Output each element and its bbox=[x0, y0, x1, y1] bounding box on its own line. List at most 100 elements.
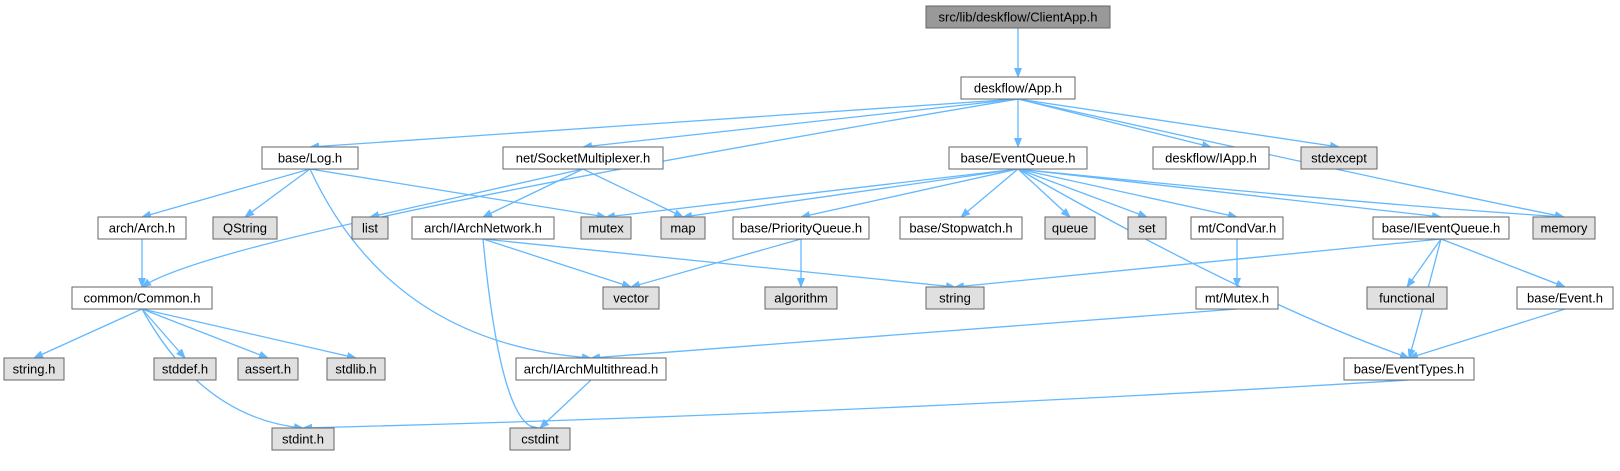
node-arch-box bbox=[97, 216, 187, 240]
node-clientapp-box bbox=[925, 5, 1111, 29]
node-stopwatch[interactable]: base/Stopwatch.h bbox=[899, 216, 1023, 240]
node-algorithm-label: algorithm bbox=[774, 291, 827, 306]
node-stdexcept-box bbox=[1300, 146, 1378, 170]
node-iapp[interactable]: deskflow/IApp.h bbox=[1152, 146, 1270, 170]
node-stdint: stdint.h bbox=[271, 427, 335, 451]
node-arch-label: arch/Arch.h bbox=[109, 221, 175, 236]
edge-event-to-eventtypes bbox=[1408, 308, 1566, 360]
node-stdlib-box bbox=[326, 357, 386, 381]
node-event-box bbox=[1516, 286, 1614, 310]
node-app-label: deskflow/App.h bbox=[974, 81, 1062, 96]
node-condvar[interactable]: mt/CondVar.h bbox=[1190, 216, 1284, 240]
node-qstring-box bbox=[212, 216, 278, 240]
edge-eventqueue-to-stopwatch bbox=[960, 168, 1019, 218]
node-eventqueue[interactable]: base/EventQueue.h bbox=[948, 146, 1088, 170]
edge-ieventqueue-to-functional bbox=[1406, 238, 1442, 288]
node-set-box bbox=[1127, 216, 1167, 240]
edge-eventqueue-to-set bbox=[1017, 168, 1148, 218]
edge-log-to-qstring bbox=[244, 168, 311, 218]
edge-common-to-stddef bbox=[141, 308, 186, 359]
node-event[interactable]: base/Event.h bbox=[1516, 286, 1614, 310]
node-app[interactable]: deskflow/App.h bbox=[960, 76, 1076, 100]
node-stringh-box bbox=[3, 357, 65, 381]
node-set-label: set bbox=[1138, 221, 1156, 236]
node-event-label: base/Event.h bbox=[1527, 291, 1603, 306]
node-iarchnetwork-box bbox=[411, 216, 555, 240]
node-algorithm-box bbox=[764, 286, 838, 310]
node-socketmux-label: net/SocketMultiplexer.h bbox=[516, 151, 650, 166]
node-common-label: common/Common.h bbox=[83, 291, 200, 306]
node-queue-label: queue bbox=[1052, 221, 1088, 236]
node-list-box bbox=[351, 216, 389, 240]
node-log[interactable]: base/Log.h bbox=[261, 146, 359, 170]
edge-iarchmt-to-cstdint bbox=[539, 379, 592, 429]
node-ieventqueue-box bbox=[1372, 216, 1510, 240]
node-queue-box bbox=[1044, 216, 1096, 240]
node-string: string bbox=[925, 286, 985, 310]
node-ieventqueue[interactable]: base/IEventQueue.h bbox=[1372, 216, 1510, 240]
node-iarchmt[interactable]: arch/IArchMultithread.h bbox=[515, 357, 667, 381]
edge-priorityqueue-to-vector bbox=[630, 238, 802, 289]
node-mtmutex-label: mt/Mutex.h bbox=[1205, 291, 1269, 306]
node-common[interactable]: common/Common.h bbox=[71, 286, 213, 310]
node-mtmutex-box bbox=[1195, 286, 1279, 310]
edge-common-to-stdint bbox=[141, 308, 304, 432]
edge-ieventqueue-to-string bbox=[954, 238, 1442, 291]
node-clientapp[interactable]: src/lib/deskflow/ClientApp.h bbox=[925, 5, 1111, 29]
node-string-label: string bbox=[939, 291, 971, 306]
node-mutex: mutex bbox=[580, 216, 632, 240]
node-vector: vector bbox=[602, 286, 660, 310]
node-functional-label: functional bbox=[1379, 291, 1435, 306]
node-iarchnetwork[interactable]: arch/IArchNetwork.h bbox=[411, 216, 555, 240]
node-map-box bbox=[660, 216, 706, 240]
node-condvar-box bbox=[1190, 216, 1284, 240]
node-memory: memory bbox=[1532, 216, 1596, 240]
node-list-label: list bbox=[362, 221, 378, 236]
node-functional-box bbox=[1366, 286, 1448, 310]
node-priorityqueue-box bbox=[732, 216, 870, 240]
edge-socketmux-to-iarchnetwork bbox=[482, 168, 584, 218]
node-stdint-label: stdint.h bbox=[282, 432, 324, 447]
node-map: map bbox=[660, 216, 706, 240]
node-iarchmt-box bbox=[515, 357, 667, 381]
node-assert-box bbox=[237, 357, 299, 381]
node-socketmux[interactable]: net/SocketMultiplexer.h bbox=[502, 146, 664, 170]
node-list: list bbox=[351, 216, 389, 240]
edge-log-to-mutex bbox=[309, 168, 607, 220]
node-string-box bbox=[925, 286, 985, 310]
node-stopwatch-label: base/Stopwatch.h bbox=[909, 221, 1012, 236]
node-qstring-label: QString bbox=[223, 221, 267, 236]
node-eventqueue-box bbox=[948, 146, 1088, 170]
node-ieventqueue-label: base/IEventQueue.h bbox=[1382, 221, 1501, 236]
edge-ieventqueue-to-event bbox=[1440, 238, 1566, 288]
node-cstdint-label: cstdint bbox=[521, 432, 559, 447]
edge-eventqueue-to-ieventqueue bbox=[1017, 168, 1442, 220]
node-mutex-box bbox=[580, 216, 632, 240]
node-iarchnetwork-label: arch/IArchNetwork.h bbox=[424, 221, 542, 236]
node-arch[interactable]: arch/Arch.h bbox=[97, 216, 187, 240]
node-map-label: map bbox=[670, 221, 695, 236]
edge-socketmux-to-map bbox=[582, 168, 684, 218]
node-stddef-label: stddef.h bbox=[162, 362, 208, 377]
edge-eventqueue-to-map bbox=[682, 168, 1019, 220]
edge-eventqueue-to-condvar bbox=[1017, 168, 1238, 219]
edge-log-to-arch bbox=[141, 168, 311, 219]
node-eventtypes[interactable]: base/EventTypes.h bbox=[1343, 357, 1475, 381]
node-stddef-box bbox=[153, 357, 217, 381]
node-iapp-label: deskflow/IApp.h bbox=[1165, 151, 1257, 166]
node-eventtypes-label: base/EventTypes.h bbox=[1354, 362, 1465, 377]
node-queue: queue bbox=[1044, 216, 1096, 240]
edge-common-to-stringh bbox=[33, 308, 143, 359]
node-stdlib-label: stdlib.h bbox=[335, 362, 376, 377]
node-stringh-label: string.h bbox=[13, 362, 56, 377]
node-stdexcept-label: stdexcept bbox=[1311, 151, 1367, 166]
edge-app-to-stdexcept bbox=[1017, 98, 1340, 150]
node-iarchmt-label: arch/IArchMultithread.h bbox=[524, 362, 658, 377]
node-functional: functional bbox=[1366, 286, 1448, 310]
node-priorityqueue[interactable]: base/PriorityQueue.h bbox=[732, 216, 870, 240]
node-stdlib: stdlib.h bbox=[326, 357, 386, 381]
edge-socketmux-to-list bbox=[369, 168, 584, 219]
node-mtmutex[interactable]: mt/Mutex.h bbox=[1195, 286, 1279, 310]
node-algorithm: algorithm bbox=[764, 286, 838, 310]
